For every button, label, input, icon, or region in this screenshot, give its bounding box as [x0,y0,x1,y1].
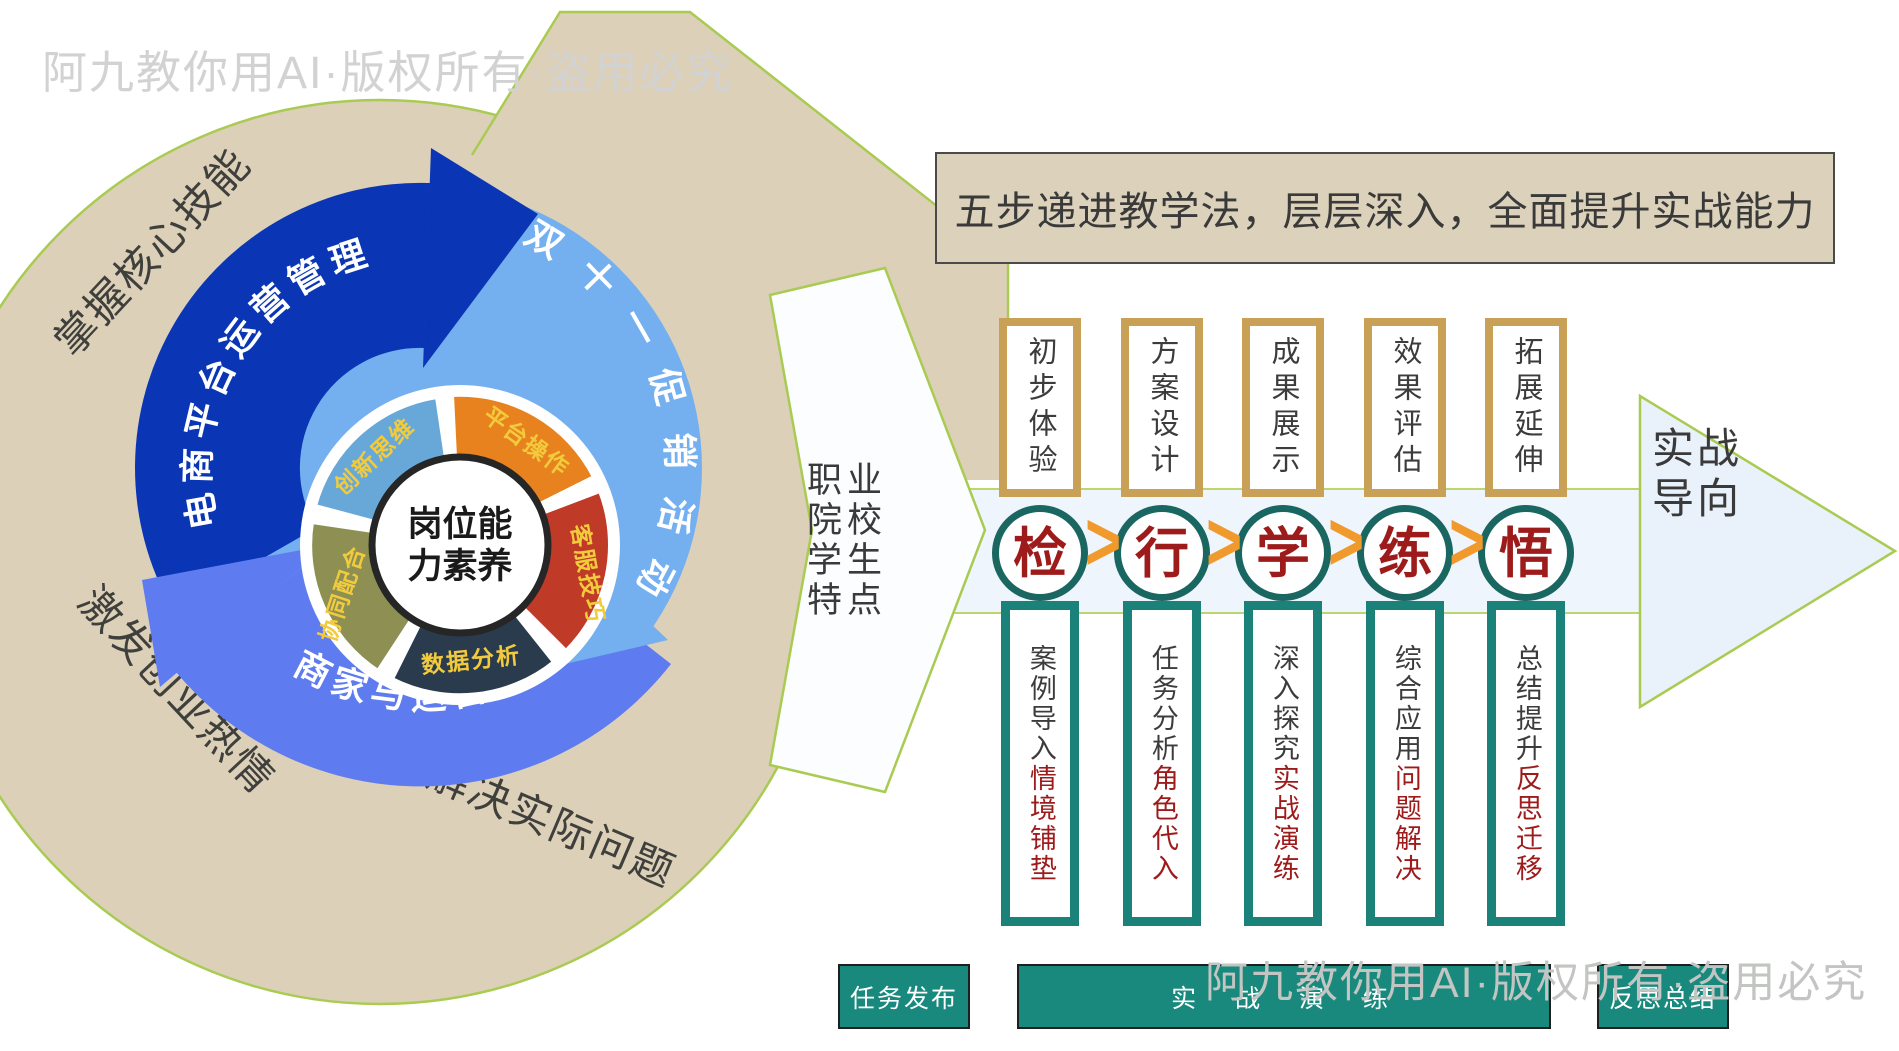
periwinkle-arrowhead [142,545,328,687]
step4-top-box: 效果评估 [1364,318,1446,497]
step-column-4: 效果评估 练 综合应用 问题解决 [1357,318,1453,926]
step2-bottom-red: 角色代入 [1147,763,1178,884]
royal-arc-arrow [135,182,430,610]
step1-bottom-red: 情境铺垫 [1025,763,1056,884]
direction-label: 实战 导向 [1652,424,1742,523]
chevron-right-icon: > [1206,495,1243,589]
step3-top-label: 成果展示 [1267,335,1299,480]
middle-arrow-row3: 学生 [807,541,887,580]
step2-char: 行 [1135,521,1189,585]
direction-line2: 导向 [1652,474,1743,522]
step3-bottom-box: 深入探究 实战演练 [1244,601,1322,926]
chevron-right-icon: > [1085,495,1122,589]
bar-task-release-label: 任务发布 [849,984,958,1013]
step2-bottom-black: 任务分析 [1147,643,1178,764]
step5-circle: 悟 [1478,505,1574,601]
step-column-1: 初步体验 检 案例导入 情境铺垫 [992,318,1088,926]
step4-bottom-box: 综合应用 问题解决 [1366,601,1444,926]
flow-arrowhead [1638,393,1898,710]
bar-practice-drill: 实 战 演 练 [1017,964,1551,1029]
bar-reflect-summary: 反思总结 [1597,964,1729,1029]
step5-bottom-black: 总结提升 [1511,643,1542,764]
step4-top-label: 效果评估 [1389,335,1421,480]
step3-bottom-black: 深入探究 [1268,643,1299,764]
step2-top-box: 方案设计 [1121,318,1203,497]
step5-bottom-red: 反思迁移 [1511,763,1542,884]
step3-char: 学 [1256,521,1310,585]
step1-top-label: 初步体验 [1024,335,1056,480]
bar-task-release: 任务发布 [838,964,970,1029]
middle-arrow-row2: 院校 [807,501,887,540]
step4-bottom-black: 综合应用 [1390,643,1421,764]
step1-top-box: 初步体验 [999,318,1081,497]
step1-bottom-box: 案例导入 情境铺垫 [1001,601,1079,926]
middle-arrow-shape [768,266,987,794]
step5-top-label: 拓展延伸 [1510,335,1542,480]
middle-arrow-row1: 职业 [807,461,887,500]
step-column-2: 方案设计 行 任务分析 角色代入 [1114,318,1210,926]
wheel-center-line2: 力素养 [407,547,512,586]
direction-line1: 实战 [1652,425,1743,472]
wheel-center-line1: 岗位能 [407,505,512,544]
step4-bottom-red: 问题解决 [1390,763,1421,884]
step3-top-box: 成果展示 [1242,318,1324,497]
middle-arrow-row4: 特点 [807,581,887,620]
royal-arrowhead [423,148,538,368]
step5-bottom-box: 总结提升 反思迁移 [1487,601,1565,926]
wheel-center-circle [368,453,552,637]
bar-reflect-summary-label: 反思总结 [1608,984,1717,1013]
watermark-bottom: 阿九教你用AI·版权所有·盗用必究 [1205,959,1868,1007]
step3-bottom-red: 实战演练 [1268,763,1299,884]
step1-circle: 检 [992,505,1088,601]
step1-bottom-black: 案例导入 [1025,643,1056,764]
chevron-right-icon: > [1328,495,1365,589]
step5-top-box: 拓展延伸 [1485,318,1567,497]
step1-char: 检 [1013,521,1067,585]
step2-circle: 行 [1114,505,1210,601]
step-column-3: 成果展示 学 深入探究 实战演练 [1235,318,1331,926]
bar-practice-drill-label: 实 战 演 练 [1171,984,1397,1013]
step5-char: 悟 [1499,521,1553,585]
step4-circle: 练 [1357,505,1453,601]
watermark-top: 阿九教你用AI·版权所有·盗用必究 [42,47,734,98]
banner: 五步递进教学法，层层深入，全面提升实战能力 [935,152,1835,264]
step3-circle: 学 [1235,505,1331,601]
step-column-5: 拓展延伸 悟 总结提升 反思迁移 [1478,318,1574,926]
step2-top-label: 方案设计 [1146,335,1178,480]
chevron-right-icon: > [1449,495,1486,589]
banner-title: 五步递进教学法，层层深入，全面提升实战能力 [954,190,1816,234]
step2-bottom-box: 任务分析 角色代入 [1123,601,1201,926]
step4-char: 练 [1378,521,1432,585]
